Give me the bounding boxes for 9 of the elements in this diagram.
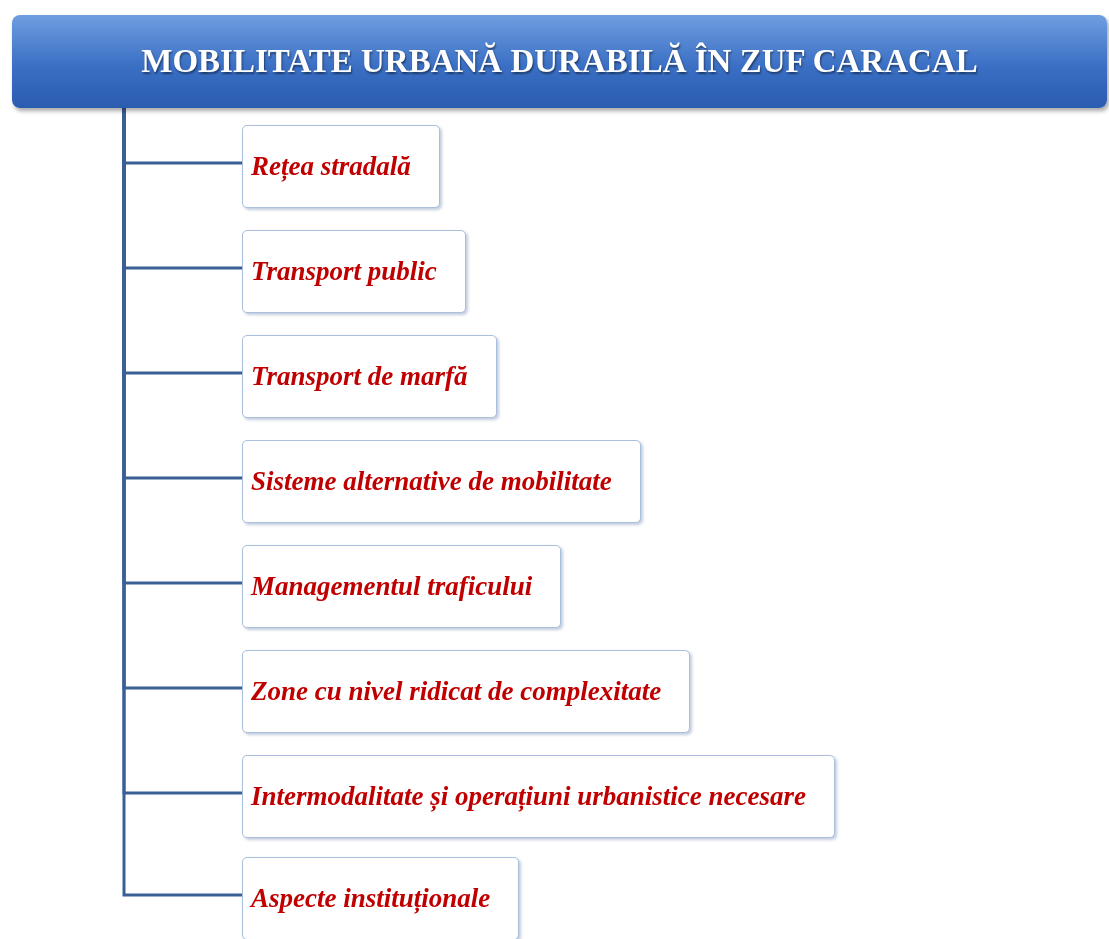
topic-box: Aspecte instituționale [242,857,520,939]
topic-box: Transport public [242,230,466,313]
title-banner: MOBILITATE URBANĂ DURABILĂ ÎN ZUF CARACAL [12,15,1107,108]
topic-box: Zone cu nivel ridicat de complexitate [242,650,691,733]
topic-box: Transport de marfă [242,335,497,418]
topic-box: Rețea stradală [242,125,440,208]
topic-box: Intermodalitate și operațiuni urbanistice necesare [242,755,836,838]
topic-box: Sisteme alternative de mobilitate [242,440,641,523]
topic-box: Managementul traficului [242,545,562,628]
